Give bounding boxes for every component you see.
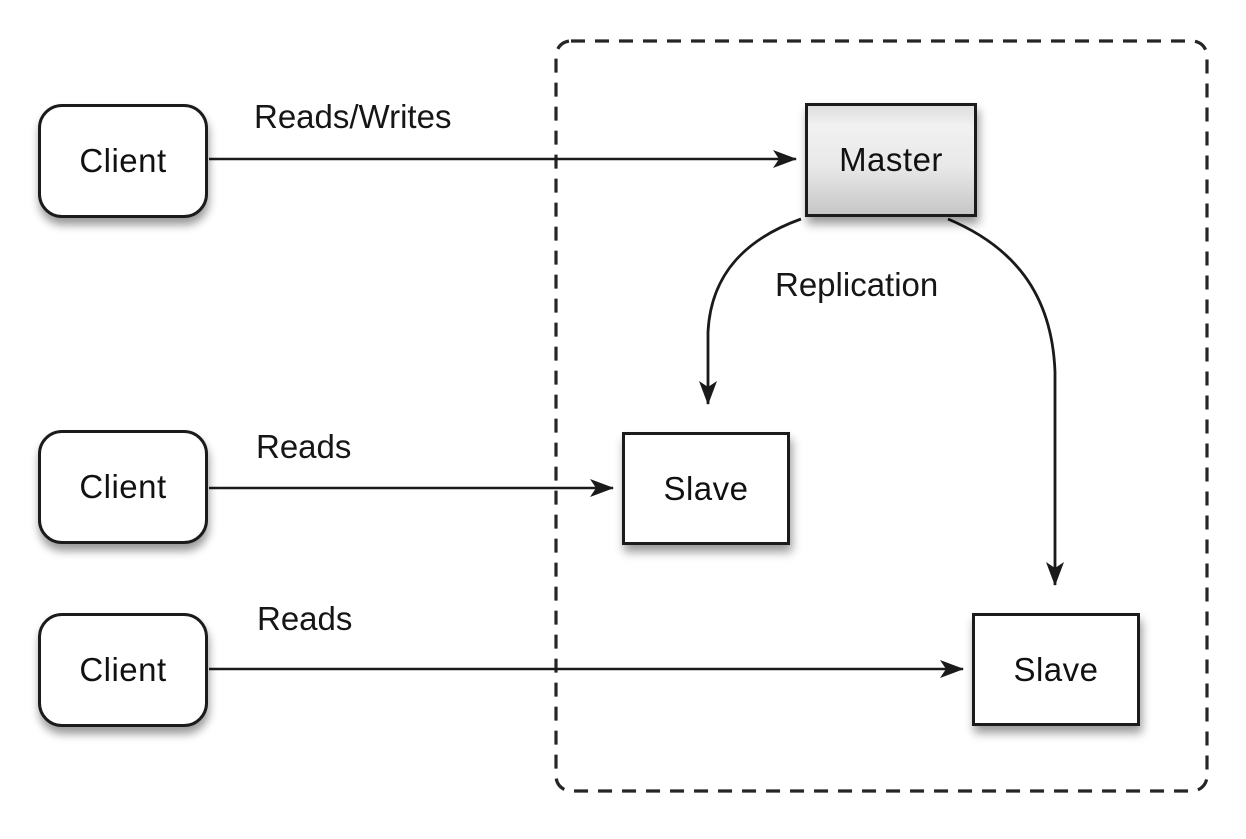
slave-node-1-label: Slave bbox=[663, 469, 749, 507]
reads-label-bottom: Reads bbox=[257, 600, 353, 637]
reads-writes-label: Reads/Writes bbox=[254, 98, 452, 135]
reads-label-middle: Reads bbox=[256, 428, 352, 465]
master-node-label: Master bbox=[839, 141, 943, 178]
arrow-master-to-slave1 bbox=[699, 217, 802, 405]
slave-node-1: Slave bbox=[622, 432, 790, 545]
client-node-1: Client bbox=[38, 104, 208, 218]
client-node-3-label: Client bbox=[79, 651, 167, 688]
replication-label: Replication bbox=[775, 266, 939, 303]
arrow-master-to-slave2 bbox=[947, 217, 1064, 586]
client-node-2-label: Client bbox=[79, 468, 167, 505]
client-node-3: Client bbox=[38, 613, 208, 727]
master-node: Master bbox=[805, 103, 977, 217]
client-node-2: Client bbox=[38, 430, 208, 544]
client-node-1-label: Client bbox=[79, 142, 167, 179]
slave-node-2-label: Slave bbox=[1013, 650, 1099, 688]
slave-node-2: Slave bbox=[972, 613, 1140, 726]
